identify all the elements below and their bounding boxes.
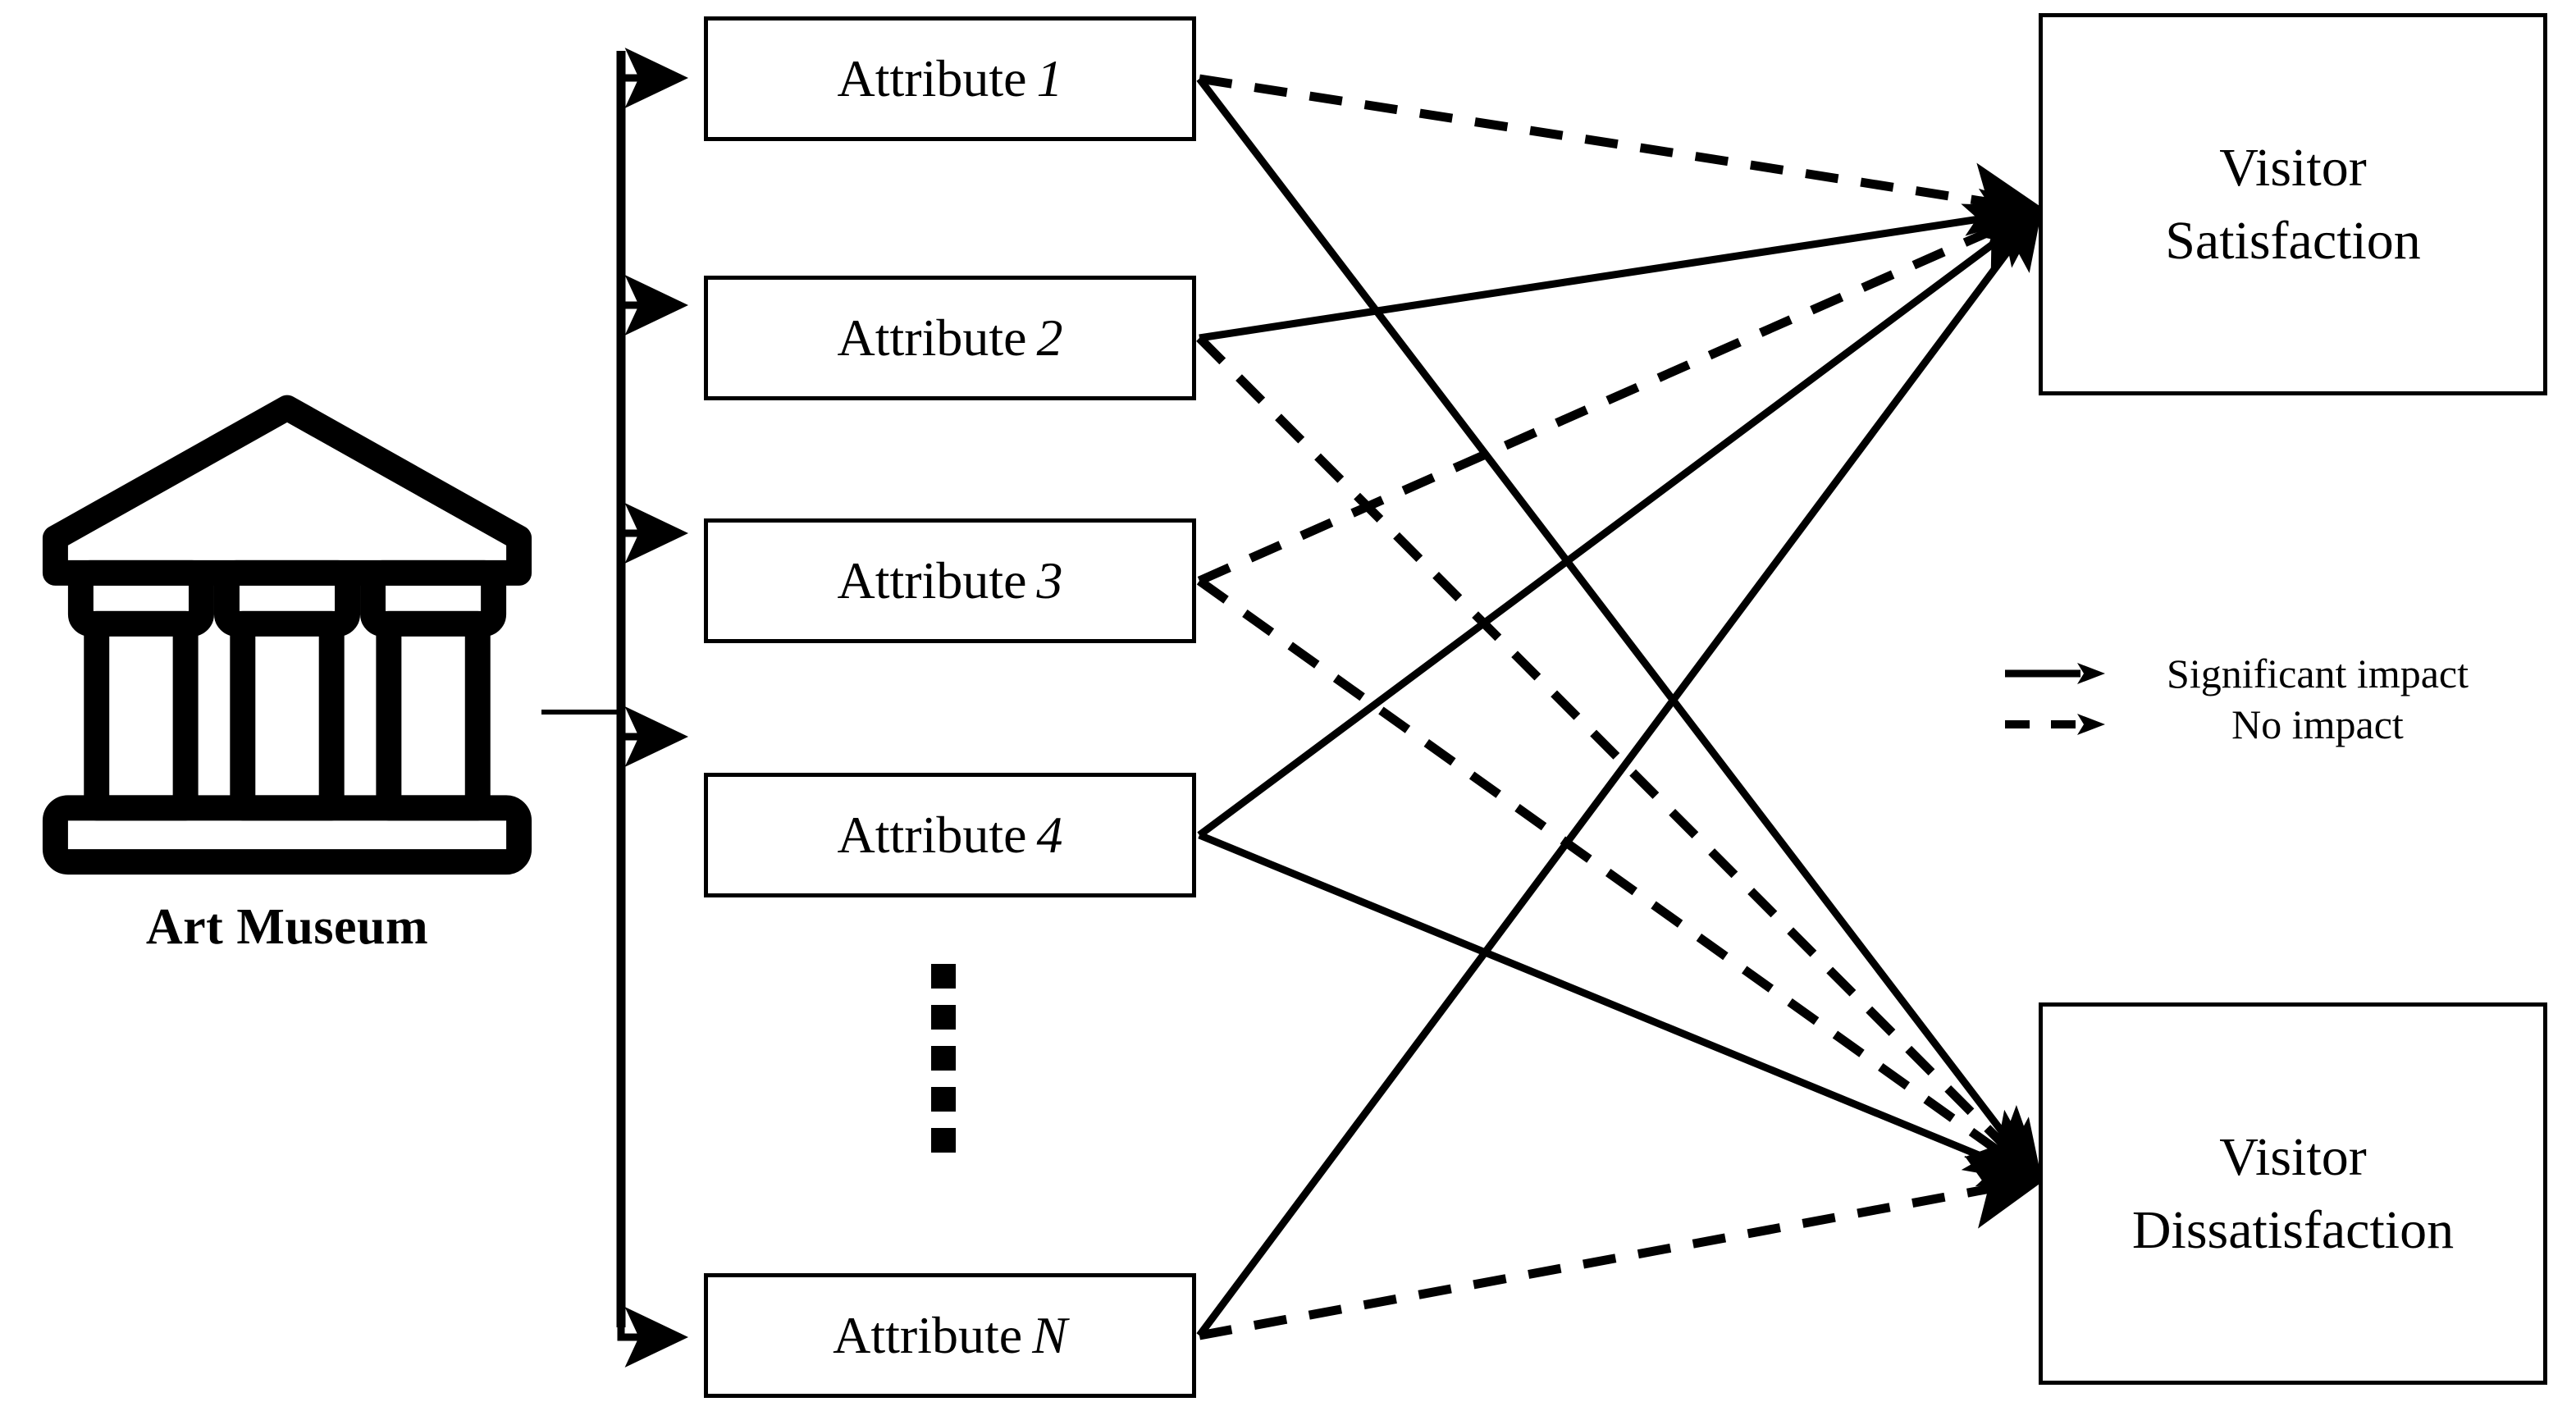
edge-attr3-dissatisfaction-no-impact <box>1196 577 2046 1185</box>
attribute-label: Attribute <box>837 550 1027 610</box>
dashed-arrow-icon <box>1994 710 2117 738</box>
attribute-label: Attribute <box>833 1305 1023 1364</box>
edge-attr3-satisfaction-no-impact <box>1197 203 2048 586</box>
edge-source-attrN <box>617 1307 689 1368</box>
attribute-label: Attribute <box>837 48 1027 107</box>
edge-attr4-dissatisfaction-significant <box>1198 831 2046 1187</box>
vertical-ellipsis-icon <box>931 964 964 1153</box>
attribute-index: 3 <box>1036 550 1063 610</box>
attribute-label: Attribute <box>837 805 1027 864</box>
edge-attr1-satisfaction-no-impact <box>1199 74 2048 236</box>
attribute-index: 4 <box>1036 805 1063 864</box>
source-trunk <box>541 51 626 1327</box>
attribute-label: Attribute <box>837 308 1027 367</box>
attribute-edge-arrowheads <box>1157 61 1196 1354</box>
attribute-index: N <box>1032 1305 1067 1364</box>
attribute-index: 1 <box>1036 48 1063 107</box>
outcome-line-1: Visitor <box>2219 1126 2367 1187</box>
attribute-index: 2 <box>1036 308 1063 367</box>
edge-attr2-satisfaction-significant <box>1199 188 2046 342</box>
outcome-box-visitor-satisfaction[interactable]: Visitor Satisfaction <box>2039 13 2547 395</box>
outcome-line-1: Visitor <box>2219 137 2367 198</box>
outcome-line-2: Dissatisfaction <box>2131 1200 2455 1260</box>
legend-item-no-impact: No impact <box>1994 699 2519 750</box>
source-label: Art Museum <box>145 899 429 955</box>
legend-label-no-impact: No impact <box>2231 701 2404 747</box>
outcome-line-2: Satisfaction <box>2165 211 2421 271</box>
edge-attr4-satisfaction-significant <box>1197 205 2045 838</box>
source-to-attribute-edges <box>617 48 689 1368</box>
edge-attr2-dissatisfaction-no-impact <box>1196 335 2045 1186</box>
edge-attrN-satisfaction-significant <box>1196 203 2044 1338</box>
museum-building-icon <box>42 395 532 875</box>
legend: Significant impact No impact <box>1994 648 2519 750</box>
edge-attrN-dissatisfaction-no-impact <box>1198 1155 2048 1340</box>
solid-arrow-icon <box>1994 660 2117 687</box>
edge-attr1-dissatisfaction-significant <box>1196 76 2044 1186</box>
legend-label-significant-impact: Significant impact <box>2167 651 2469 696</box>
outcome-box-visitor-dissatisfaction[interactable]: Visitor Dissatisfaction <box>2039 1002 2547 1385</box>
legend-item-significant-impact: Significant impact <box>1994 648 2519 699</box>
edge-source-attr1 <box>617 48 689 108</box>
